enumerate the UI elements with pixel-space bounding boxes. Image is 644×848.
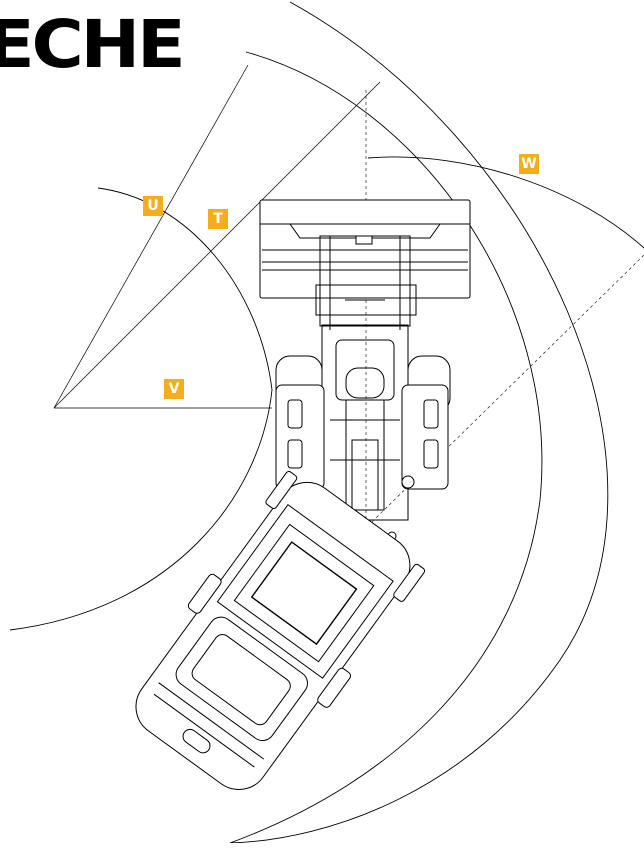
chassis bbox=[321, 324, 409, 521]
bucket bbox=[259, 199, 471, 299]
angle-line-t bbox=[53, 81, 381, 409]
angle-line-u bbox=[53, 64, 249, 409]
engine-cover bbox=[250, 541, 358, 646]
inner-turning-arc bbox=[9, 187, 273, 631]
outer-turning-arc bbox=[229, 51, 543, 844]
front-machine bbox=[259, 199, 471, 541]
label-t: T bbox=[208, 209, 228, 229]
label-u: U bbox=[143, 196, 163, 216]
label-w: W bbox=[519, 154, 539, 174]
loader-frame bbox=[319, 235, 411, 327]
engine-hood bbox=[233, 523, 375, 663]
mid-turning-arc bbox=[367, 156, 644, 249]
brand-logo: ECHE bbox=[0, 6, 186, 83]
label-v: V bbox=[164, 379, 184, 399]
outer-clearance-arc bbox=[229, 1, 609, 844]
rear-body bbox=[135, 470, 426, 790]
wheel-rear-right bbox=[401, 384, 449, 490]
